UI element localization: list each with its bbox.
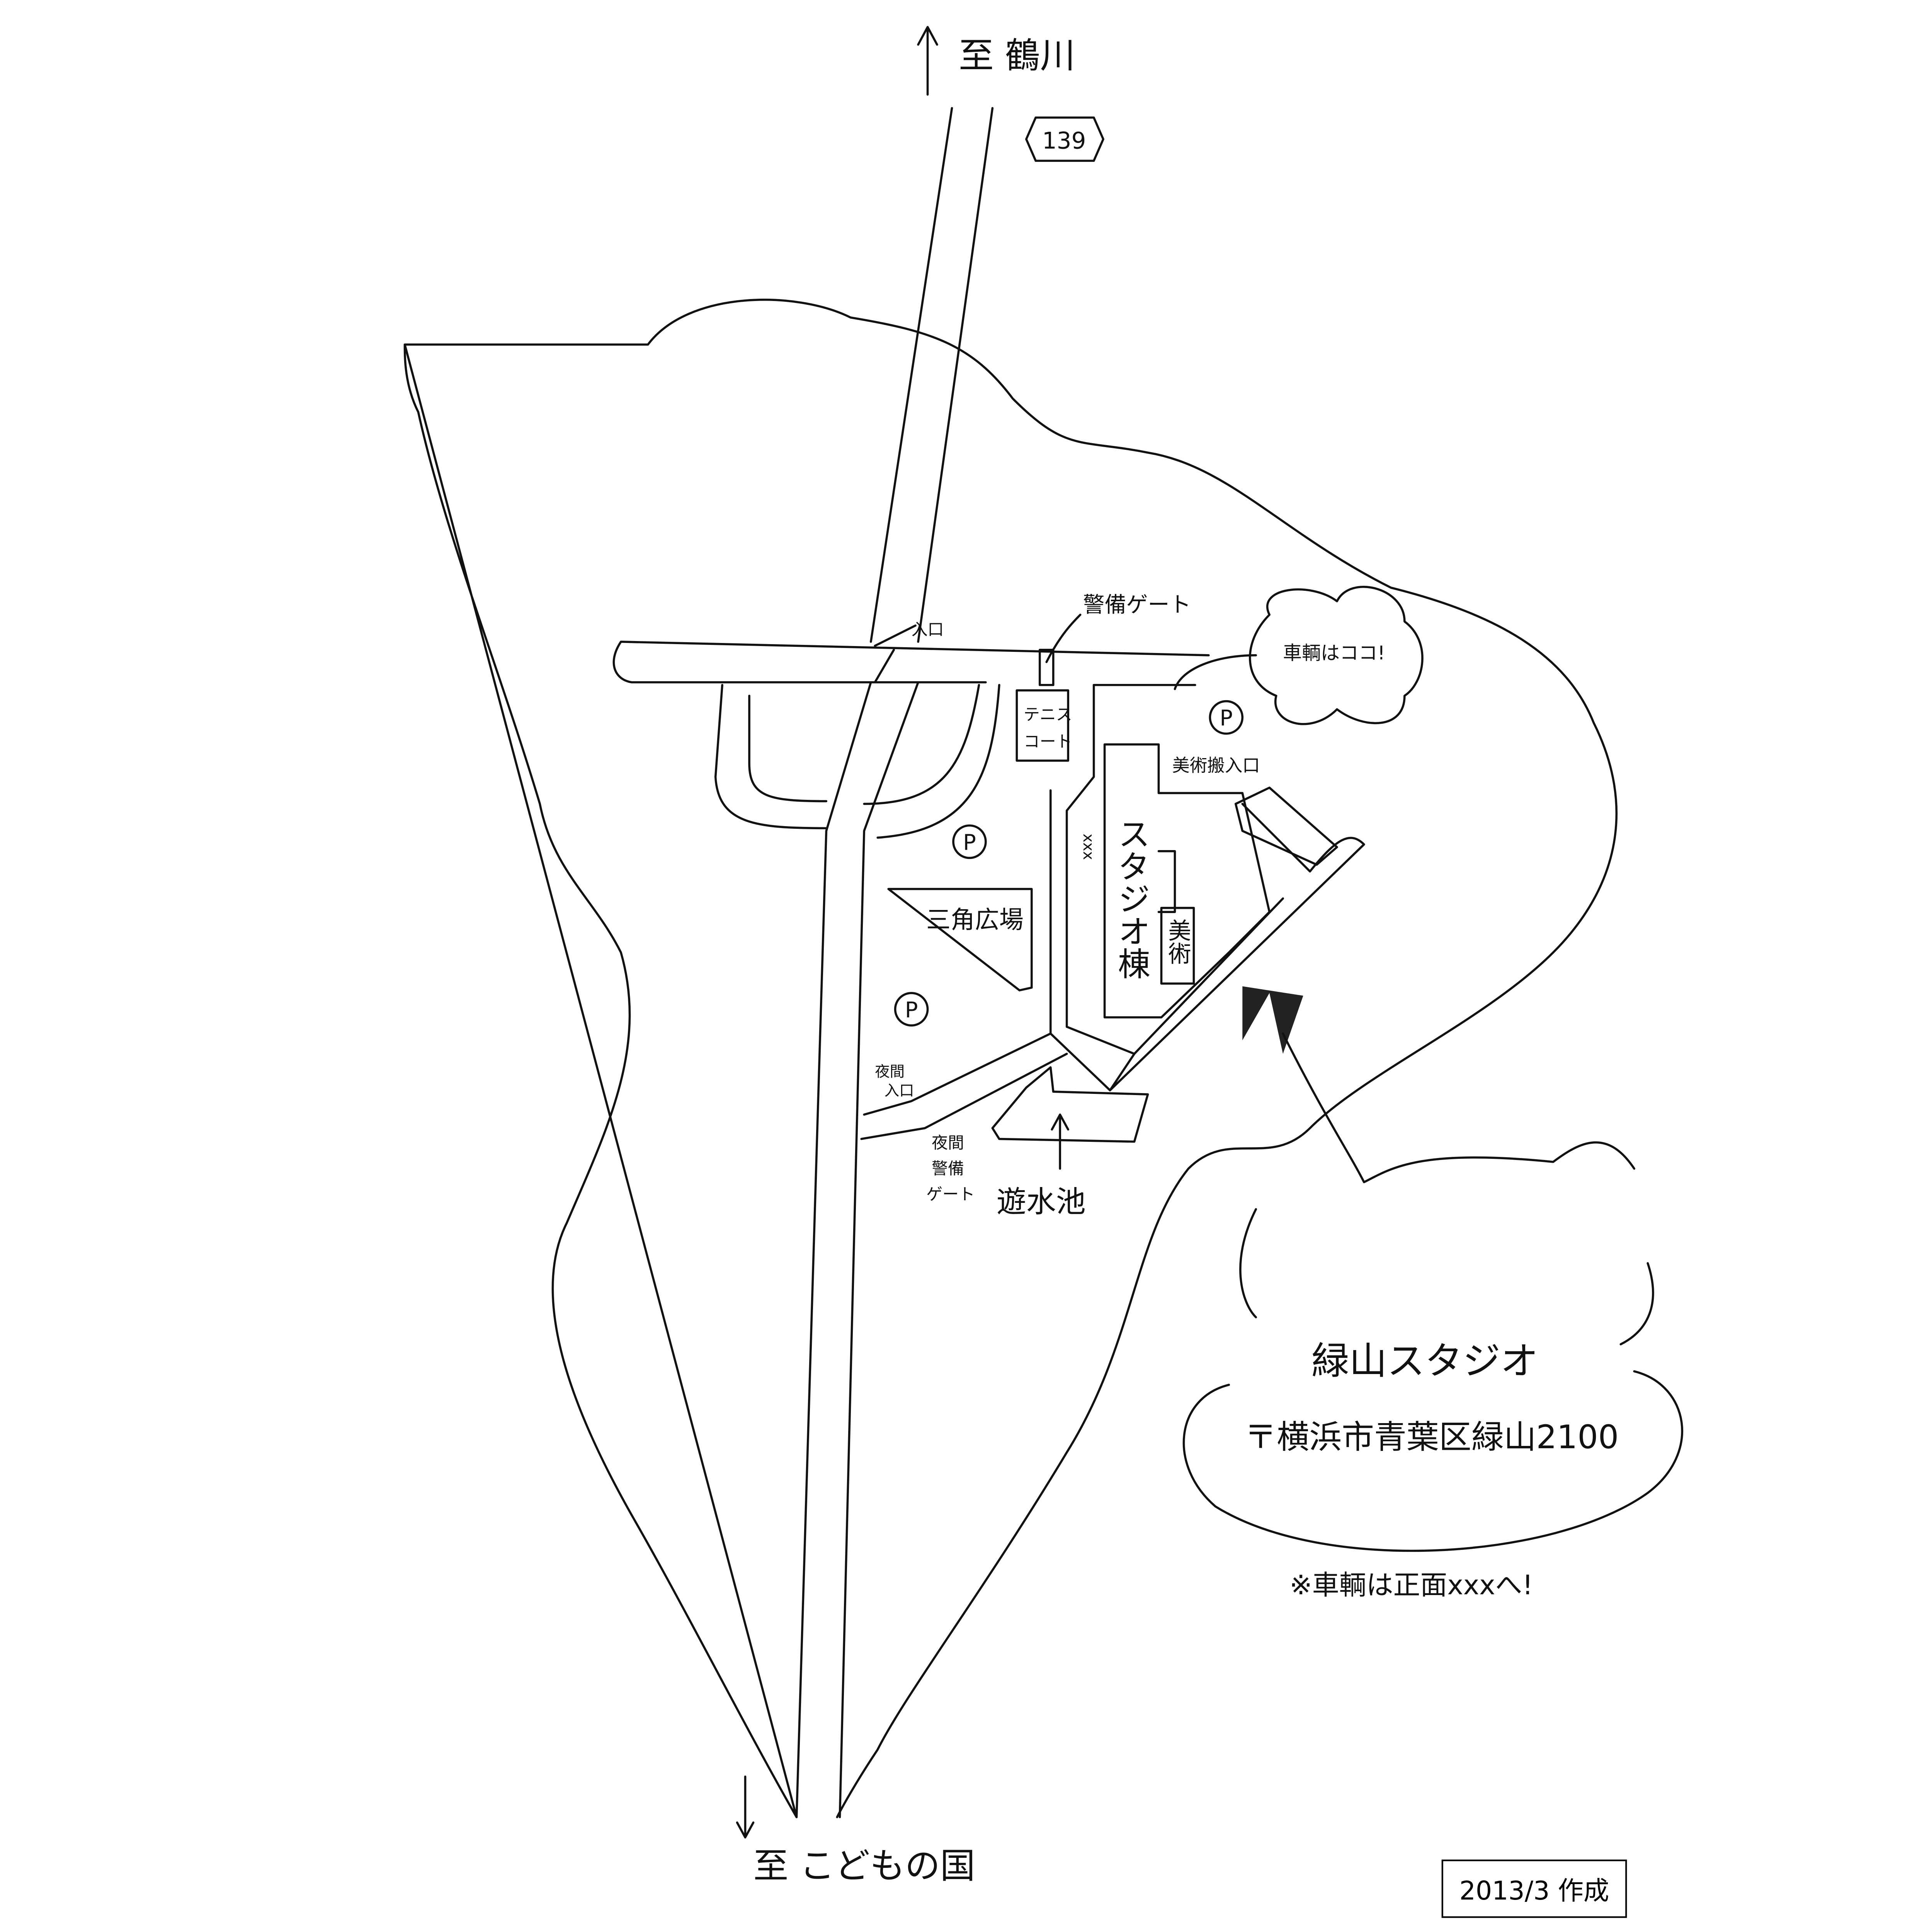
night-entrance-label-1: 夜間: [875, 1063, 905, 1081]
art-building: [1160, 906, 1195, 985]
created-stamp-box: [1441, 1859, 1627, 1918]
map: 139 至 鶴川 至 こどもの国 入口 警備ゲート 車輌はココ! テニス コート…: [403, 26, 1683, 1918]
site-boundary: [403, 299, 1618, 1818]
route-number: 139: [1042, 128, 1086, 155]
night-gate-label-2: 警備: [932, 1159, 964, 1178]
security-gate-box: [1038, 649, 1055, 686]
south-direction: 至 こどもの国: [753, 1846, 975, 1886]
art-loading-label: 美術搬入口: [1172, 755, 1260, 776]
svg-text:P: P: [905, 998, 918, 1023]
forest-mark: [1242, 986, 1303, 1054]
entrance-pointer: [873, 624, 917, 684]
pond: [991, 1066, 1149, 1143]
parking-marker: P: [1209, 700, 1243, 735]
night-gate-label-3: ゲート: [926, 1185, 975, 1204]
tennis-label-1: テニス: [1023, 705, 1072, 724]
parking-marker: P: [952, 824, 987, 859]
south-arrow-icon: [736, 1776, 754, 1838]
east-west-road: [612, 641, 1210, 686]
studio-title: 緑山スタジオ: [1311, 1339, 1538, 1383]
north-direction: 至 鶴川: [959, 36, 1075, 76]
main-road: [795, 107, 993, 1818]
xxx-label: xxx: [1080, 833, 1097, 860]
pond-arrow-icon: [1050, 1113, 1069, 1170]
loop-road: [714, 684, 1000, 839]
north-arrow-icon: [917, 26, 938, 96]
inner-road: [860, 684, 1365, 1140]
svg-text:P: P: [1220, 706, 1233, 731]
night-gate-label-1: 夜間: [932, 1133, 964, 1152]
triangle-plaza-label: 三角広場: [926, 906, 1024, 934]
route-shield: [1025, 116, 1104, 162]
art-loading-building: [1234, 786, 1338, 866]
forest-line: [1239, 1032, 1654, 1345]
studio-label: スタジオ棟: [1112, 817, 1150, 980]
gate-pointer: [1045, 614, 1081, 663]
tennis-label-2: コート: [1023, 732, 1072, 751]
security-gate-label: 警備ゲート: [1083, 592, 1191, 617]
parking-marker: P: [894, 992, 929, 1027]
svg-text:P: P: [963, 830, 976, 855]
studio-address: 〒横浜市青葉区緑山2100: [1244, 1418, 1619, 1456]
art-label: 美術: [1164, 919, 1191, 965]
vehicle-note: ※車輌は正面xxxへ!: [1289, 1570, 1533, 1601]
night-entrance-label-2: 入口: [884, 1082, 914, 1100]
address-ellipse: [1182, 1370, 1683, 1552]
callout-cloud: [1174, 586, 1424, 725]
vehicle-here-label: 車輌はココ!: [1283, 642, 1385, 664]
created-stamp: 2013/3 作成: [1459, 1876, 1609, 1906]
triangle-plaza: [887, 888, 1033, 992]
pond-label: 遊水池: [996, 1185, 1085, 1219]
tennis-court: [1015, 689, 1069, 762]
entrance-label: 入口: [911, 620, 944, 639]
studio-building: [1103, 743, 1271, 1019]
